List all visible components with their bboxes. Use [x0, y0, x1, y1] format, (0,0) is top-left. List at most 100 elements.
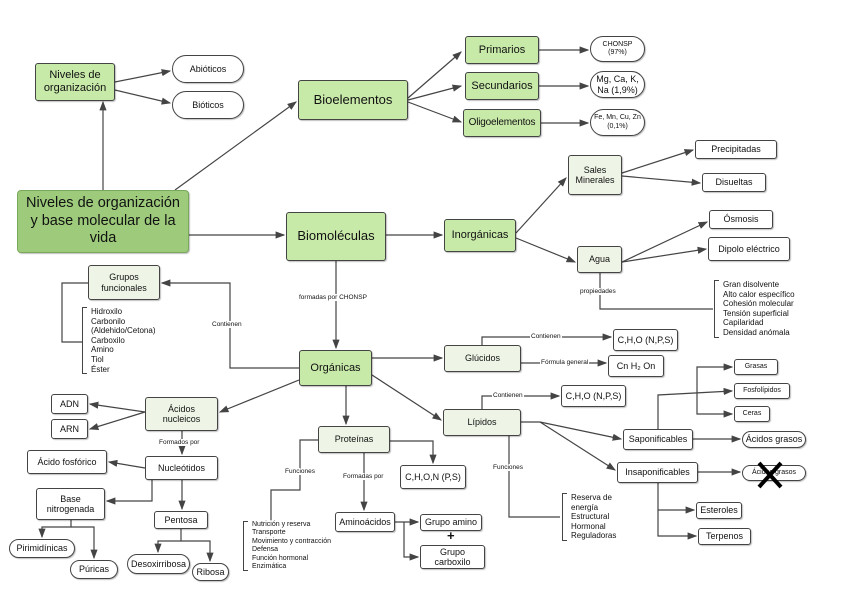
node-arn[interactable]: ARN: [51, 419, 88, 439]
node-organicas[interactable]: Orgánicas: [299, 350, 372, 386]
node-ribosa[interactable]: Ribosa: [192, 563, 229, 581]
node-main[interactable]: Niveles de organización y base molecular…: [17, 190, 189, 253]
node-inorganicas[interactable]: Inorgánicas: [444, 219, 516, 252]
connector-45: [71, 526, 98, 560]
node-pentosa[interactable]: Pentosa: [154, 511, 208, 529]
node-puricas[interactable]: Púricas: [70, 560, 118, 579]
node-fosforico[interactable]: Ácido fosfórico: [27, 450, 107, 474]
connector-47: [181, 540, 214, 563]
connector-17: [621, 246, 708, 263]
node-chonsp[interactable]: CHONSP (97%): [590, 36, 645, 62]
node-adn[interactable]: ADN: [51, 394, 88, 414]
node-ceras[interactable]: Ceras: [734, 406, 770, 422]
connector-30: [657, 387, 734, 429]
edge-label-contienen-lipidos: Contienen: [492, 392, 524, 399]
connector-50: [270, 439, 318, 520]
edge-label-contienen-grupos: Contienen: [211, 321, 243, 328]
node-grupos[interactable]: Grupos funcionales: [88, 265, 160, 300]
node-terpenos[interactable]: Terpenos: [698, 528, 751, 545]
node-mg[interactable]: Mg, Ca, K, Na (1,9%): [590, 71, 645, 98]
proteinas-funciones-list: Nutrición y reserva Transporte Movimient…: [243, 521, 331, 572]
connector-13: [515, 237, 577, 263]
node-amino[interactable]: Grupo amino: [420, 514, 482, 531]
node-saponificables[interactable]: Saponificables: [623, 429, 693, 450]
connector-39: [88, 411, 146, 430]
connector-46: [154, 529, 182, 554]
edge-label-funciones-proteinas: Funciones: [284, 468, 316, 475]
node-carboxilo[interactable]: Grupo carboxilo: [420, 545, 485, 569]
node-osmosis[interactable]: Ósmosis: [709, 210, 773, 229]
node-oligo[interactable]: Oligoelementos: [463, 109, 541, 137]
agua-propiedades-list: Gran disolvente Alto calor específico Co…: [714, 280, 795, 338]
connector-28: [521, 421, 623, 441]
lipidos-funciones-list: Reserva de energía Estructural Hormonal …: [562, 493, 616, 541]
node-lipidos[interactable]: Lípidos: [443, 409, 521, 436]
connector-49: [390, 440, 437, 465]
connector-44: [38, 520, 72, 539]
edge-label-formula-general: Fórmula general: [540, 359, 590, 366]
node-chon1[interactable]: C,H,O (N,P,S): [613, 329, 678, 351]
connector-27: [508, 436, 560, 518]
connector-32: [696, 395, 734, 418]
node-secundarios[interactable]: Secundarios: [465, 72, 539, 100]
node-bioticos[interactable]: Bióticos: [172, 91, 244, 119]
connector-7: [407, 101, 463, 123]
connector-12: [515, 177, 567, 234]
node-acidosn[interactable]: Ácidos nucleicos: [145, 397, 218, 431]
node-sales[interactable]: Sales Minerales: [568, 155, 622, 195]
connector-35: [657, 483, 696, 514]
edge-label-formadas-por: Formadas por: [342, 473, 385, 480]
node-aminoacidos[interactable]: Aminoácidos: [335, 512, 395, 532]
connector-36: [657, 510, 698, 540]
connector-18: [599, 273, 713, 310]
connector-53: [403, 522, 420, 561]
connector-25: [371, 374, 443, 421]
connector-31: [696, 363, 734, 395]
plus-sign: +: [447, 528, 455, 543]
connector-3: [174, 101, 297, 191]
node-insaponificables[interactable]: Insaponificables: [617, 462, 698, 483]
grupos-funcionales-list: Hidroxilo Carbonilo (Aldehido/Cetona) Ca…: [82, 307, 155, 375]
node-chon2[interactable]: C,H,O (N,P,S): [561, 385, 626, 407]
node-grasas[interactable]: Grasas: [734, 359, 778, 375]
connector-29: [539, 421, 617, 471]
node-agua[interactable]: Agua: [577, 246, 622, 273]
connector-37: [218, 379, 300, 413]
edge-label-funciones-lipidos: Funciones: [492, 464, 524, 471]
node-esteroles[interactable]: Esteroles: [696, 502, 742, 519]
node-nucleotidos[interactable]: Nucleótidos: [145, 456, 218, 480]
node-disueltas[interactable]: Disueltas: [702, 173, 766, 192]
node-biomoleculas[interactable]: Biomoléculas: [286, 212, 386, 261]
node-fosfolipidos[interactable]: Fosfolípidos: [734, 383, 790, 399]
connector-14: [621, 149, 695, 174]
node-grasos1[interactable]: Ácidos grasos: [742, 431, 806, 448]
connector-15: [621, 175, 702, 186]
node-niveles[interactable]: Niveles de organización: [35, 63, 115, 101]
node-dipolo[interactable]: Dipolo eléctrico: [708, 237, 790, 261]
node-proteinas[interactable]: Proteínas: [318, 426, 390, 453]
node-fe[interactable]: Fe, Mn, Cu, Zn (0,1%): [590, 109, 645, 136]
connector-38: [88, 401, 146, 413]
node-grasos2[interactable]: Ácidos grasos: [742, 465, 806, 481]
node-pirimidinicas[interactable]: Pirimidínicas: [9, 539, 75, 558]
node-glucidos[interactable]: Glúcidos: [444, 345, 521, 372]
connector-5: [407, 51, 462, 99]
connector-16: [621, 221, 709, 263]
node-primarios[interactable]: Primarios: [465, 36, 539, 64]
node-bioelementos[interactable]: Bioelementos: [298, 80, 408, 120]
node-chonps[interactable]: C,H,O,N (P,S): [400, 465, 466, 489]
node-precipitadas[interactable]: Precipitadas: [695, 140, 777, 159]
node-desoxirribosa[interactable]: Desoxirribosa: [127, 554, 190, 574]
edge-label-propiedades: propiedades: [579, 288, 617, 295]
connector-23: [481, 333, 613, 345]
connector-1: [114, 69, 172, 83]
connector-26: [481, 392, 561, 409]
connector-41: [107, 459, 146, 469]
node-abioticos[interactable]: Abióticos: [172, 55, 244, 83]
node-cnhon[interactable]: Cn H₂ On: [608, 355, 664, 377]
connector-42: [105, 480, 153, 505]
edge-label-formadas-chonsp: formadas por CHONSP: [298, 294, 368, 301]
node-base[interactable]: Base nitrogenada: [36, 488, 105, 520]
edge-label-contienen-glucidos: Contienen: [530, 333, 562, 340]
edge-label-formados-por: Formados por: [158, 439, 201, 446]
